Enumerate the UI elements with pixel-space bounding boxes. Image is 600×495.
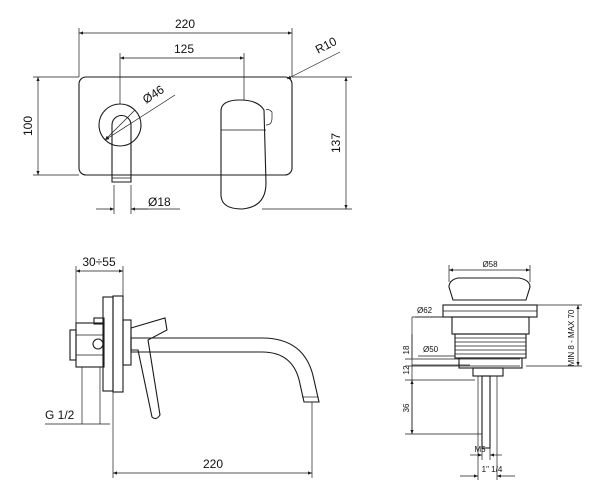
dim-dia58: Ø58 bbox=[448, 260, 531, 282]
dim-137: 137 bbox=[262, 76, 352, 210]
dim-label-m5: M5 bbox=[474, 445, 486, 454]
dim-g12: G 1/2 bbox=[45, 367, 110, 425]
dim-label-36: 36 bbox=[402, 403, 411, 412]
dim-label-min-max: MIN 8 - MAX 70 bbox=[567, 309, 576, 366]
dim-label-g12: G 1/2 bbox=[45, 408, 75, 422]
dim-dia62: Ø62 bbox=[411, 306, 537, 434]
dim-label-220-side: 220 bbox=[203, 457, 223, 471]
dim-label-137: 137 bbox=[329, 133, 343, 153]
dim-12: 12 bbox=[402, 364, 470, 374]
drain-stem bbox=[481, 375, 491, 449]
dim-100: 100 bbox=[21, 76, 79, 176]
dim-label-125: 125 bbox=[174, 42, 194, 56]
drain-body bbox=[451, 316, 530, 335]
dim-dia18: Ø18 bbox=[96, 185, 180, 214]
dim-label-30-55: 30÷55 bbox=[82, 255, 116, 269]
wall-plate bbox=[78, 76, 293, 176]
dim-label-12: 12 bbox=[402, 365, 411, 374]
dim-label-r10: R10 bbox=[313, 34, 339, 57]
dim-label-220: 220 bbox=[175, 17, 195, 31]
spout-outlet bbox=[220, 99, 267, 210]
dim-label-dia50: Ø50 bbox=[423, 345, 439, 354]
dim-min-max: MIN 8 - MAX 70 bbox=[526, 304, 582, 366]
dim-36: 36 bbox=[402, 379, 482, 435]
dim-m5: M5 bbox=[470, 445, 502, 460]
dim-label-dia18: Ø18 bbox=[148, 195, 171, 209]
dim-30-55: 30÷55 bbox=[75, 255, 124, 323]
side-lever bbox=[130, 317, 168, 420]
front-view: 220 125 R10 Ø46 100 bbox=[21, 17, 352, 214]
dim-label-thread: 1" 1/4 bbox=[482, 465, 503, 474]
dim-label-100: 100 bbox=[21, 116, 35, 136]
drain-cap bbox=[448, 277, 531, 301]
lever-handle bbox=[111, 114, 132, 183]
dim-r10: R10 bbox=[286, 34, 341, 80]
side-spout bbox=[130, 337, 320, 403]
dim-label-18: 18 bbox=[402, 345, 411, 354]
dim-label-dia62: Ø62 bbox=[417, 306, 433, 315]
dim-220-top: 220 bbox=[78, 17, 293, 77]
dim-label-dia58: Ø58 bbox=[482, 260, 498, 269]
side-view: 30÷55 G 1/2 220 bbox=[45, 255, 320, 478]
dim-18: 18 bbox=[402, 334, 413, 358]
dim-125: 125 bbox=[119, 42, 245, 104]
dim-220-side: 220 bbox=[112, 392, 313, 478]
dim-dia50: Ø50 bbox=[418, 345, 455, 357]
drain-view: Ø58 Ø62 Ø50 18 12 36 bbox=[402, 260, 582, 480]
side-plate bbox=[112, 295, 124, 393]
valve-body bbox=[75, 322, 105, 368]
dim-thread: 1" 1/4 bbox=[460, 376, 515, 480]
